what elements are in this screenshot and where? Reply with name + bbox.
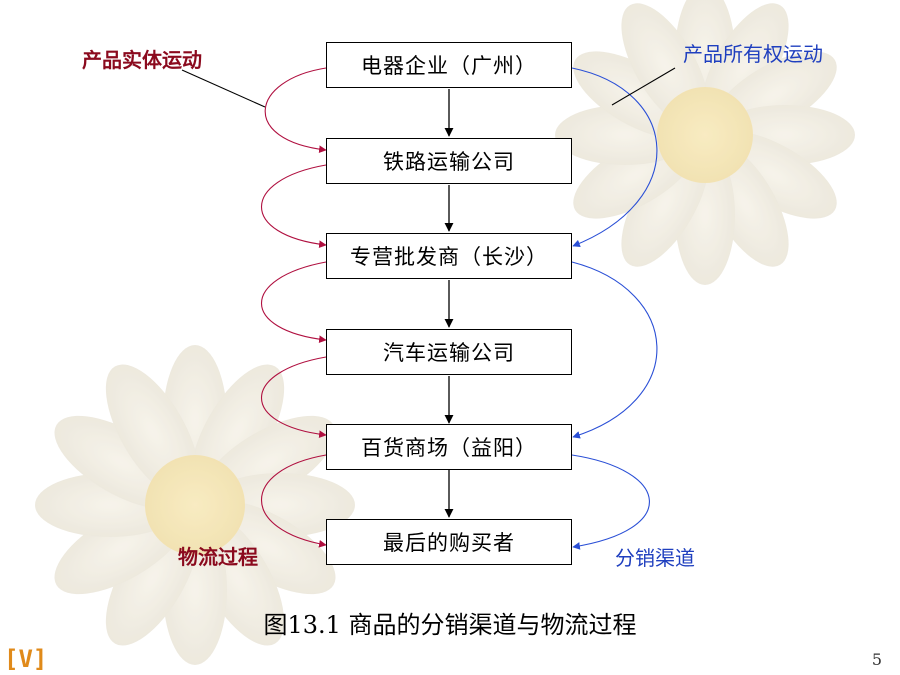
node-rail-transport-label: 铁路运输公司 [383, 150, 515, 174]
ownership-flow-curves [571, 67, 658, 550]
label-leader-lines [181, 67, 676, 108]
ownership-curve-1 [571, 67, 658, 248]
node-rail-transport: 铁路运输公司 [326, 138, 572, 184]
label-physical-flow: 产品实体运动 [82, 48, 202, 72]
node-manufacturer: 电器企业（广州） [326, 42, 572, 88]
node-department-store-label: 百货商场（益阳） [361, 436, 537, 460]
node-wholesaler: 专营批发商（长沙） [326, 233, 572, 279]
ownership-curve-3 [571, 454, 650, 550]
leader-ownership-flow [611, 67, 676, 106]
node-department-store: 百货商场（益阳） [326, 424, 572, 470]
node-final-buyer: 最后的购买者 [326, 519, 572, 565]
flower-decoration-bottom-left [35, 345, 355, 665]
physical-curve-2 [260, 164, 327, 249]
label-distribution-channel: 分销渠道 [615, 546, 695, 570]
logo: [V] [4, 645, 48, 673]
physical-curve-3 [260, 261, 327, 344]
node-truck-transport-label: 汽车运输公司 [383, 341, 515, 365]
page-number: 5 [871, 650, 882, 669]
label-logistics: 物流过程 [178, 545, 258, 569]
node-truck-transport: 汽车运输公司 [326, 329, 572, 375]
physical-curve-5 [260, 454, 327, 548]
node-manufacturer-label: 电器企业（广州） [361, 54, 537, 78]
physical-curve-1 [264, 67, 327, 154]
physical-curve-4 [260, 356, 327, 439]
node-final-buyer-label: 最后的购买者 [383, 531, 515, 555]
node-wholesaler-label: 专营批发商（长沙） [350, 245, 548, 269]
label-ownership-flow: 产品所有权运动 [683, 42, 823, 66]
figure-caption: 图13.1 商品的分销渠道与物流过程 [263, 611, 637, 639]
leader-physical-flow [181, 69, 266, 108]
flower-decoration-top-right [555, 0, 855, 285]
ownership-curve-2 [571, 261, 658, 439]
physical-flow-curves [260, 67, 327, 548]
